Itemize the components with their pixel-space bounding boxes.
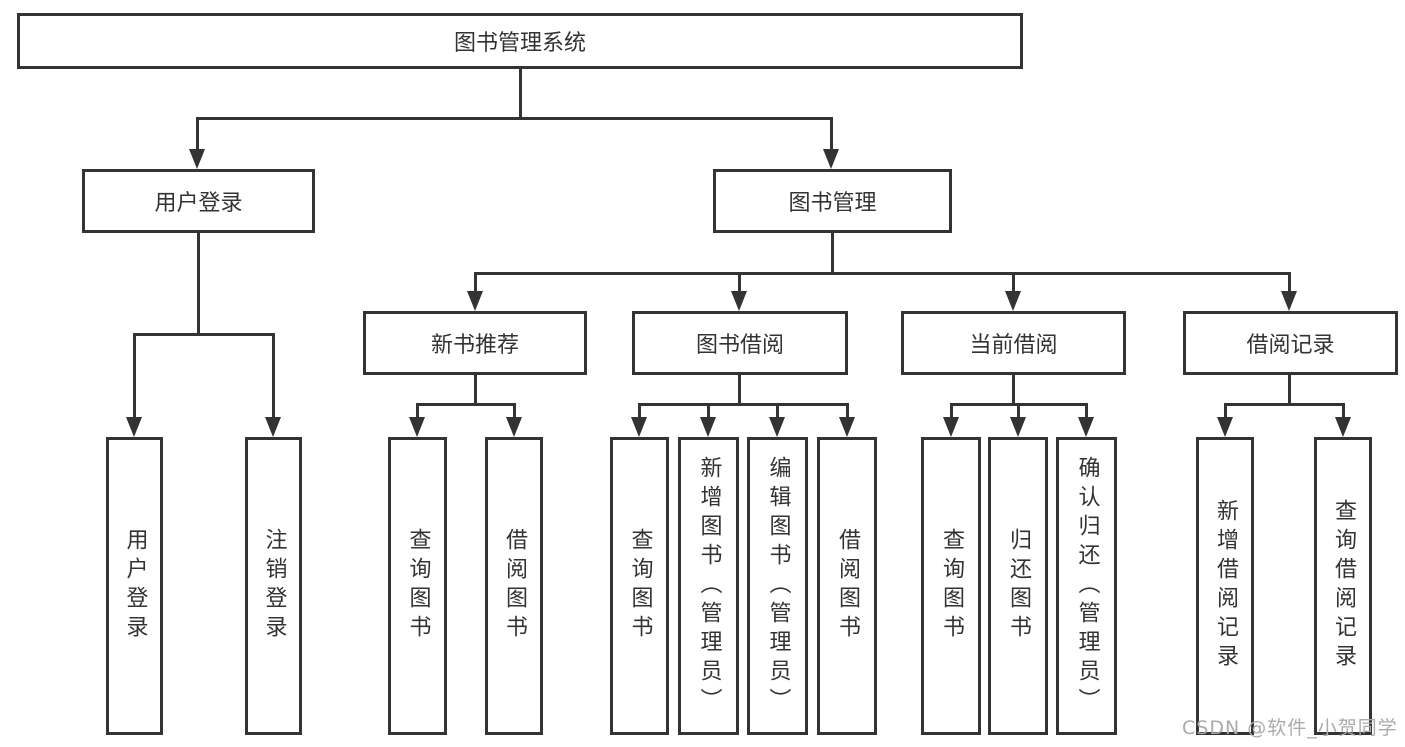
connector-to-leaf-confirm bbox=[1085, 403, 1088, 419]
connector-to-leaf-borrow1 bbox=[513, 403, 516, 419]
connector-bookmgmt-stem bbox=[831, 233, 834, 274]
connector-to-book-borrow bbox=[738, 272, 741, 293]
leaf-return-book: 归还图书 bbox=[988, 437, 1048, 735]
arrowhead-user-login bbox=[189, 149, 205, 169]
connector-bookborrow-stem bbox=[738, 375, 741, 406]
connector-bookmgmt-branch bbox=[474, 272, 1291, 275]
arrowhead-leaf-addbook bbox=[700, 417, 716, 437]
connector-to-leaf-queryrecord bbox=[1342, 403, 1345, 419]
leaf-edit-book-admin: 编辑图书（管理员） bbox=[747, 437, 808, 735]
leaf-borrow-books-1-label: 借阅图书 bbox=[502, 528, 527, 644]
leaf-query-borrow-record-label: 查询借阅记录 bbox=[1331, 499, 1356, 673]
arrowhead-leaf-confirm bbox=[1078, 417, 1094, 437]
node-book-borrow-label: 图书借阅 bbox=[695, 333, 784, 358]
connector-to-user-login bbox=[196, 117, 199, 151]
arrowhead-leaf-user-login bbox=[126, 417, 142, 437]
node-current-borrow: 当前借阅 bbox=[901, 311, 1126, 375]
connector-root-branch bbox=[197, 117, 833, 120]
connector-newbook-branch bbox=[416, 403, 515, 406]
connector-to-leaf-editbook bbox=[776, 403, 779, 419]
arrowhead-leaf-query2 bbox=[631, 417, 647, 437]
connector-records-branch bbox=[1224, 403, 1344, 406]
arrowhead-book-borrow bbox=[731, 291, 747, 311]
leaf-return-book-label: 归还图书 bbox=[1006, 528, 1031, 644]
leaf-query-books-1: 查询图书 bbox=[388, 437, 447, 735]
node-book-management: 图书管理 bbox=[713, 169, 952, 233]
connector-to-borrow-records bbox=[1288, 272, 1291, 293]
leaf-user-login-label: 用户登录 bbox=[122, 528, 148, 644]
leaf-confirm-return-admin-label: 确认归还（管理员） bbox=[1074, 455, 1100, 717]
connector-to-current-borrow bbox=[1012, 272, 1015, 293]
node-root: 图书管理系统 bbox=[17, 13, 1023, 69]
leaf-query-books-3: 查询图书 bbox=[921, 437, 981, 735]
leaf-add-borrow-record: 新增借阅记录 bbox=[1196, 437, 1254, 735]
node-root-label: 图书管理系统 bbox=[453, 31, 586, 56]
connector-to-leaf-addbook bbox=[707, 403, 710, 419]
connector-to-leaf-query1 bbox=[416, 403, 419, 419]
arrowhead-new-book bbox=[467, 291, 483, 311]
connector-to-book-management bbox=[830, 117, 833, 151]
leaf-query-books-1-label: 查询图书 bbox=[405, 528, 431, 644]
csdn-watermark: CSDN @软件_小贺同学 bbox=[1182, 717, 1398, 739]
arrowhead-leaf-query3 bbox=[943, 417, 959, 437]
connector-to-leaf-query3 bbox=[950, 403, 953, 419]
connector-to-leaf-logout bbox=[272, 333, 275, 419]
arrowhead-leaf-logout bbox=[265, 417, 281, 437]
arrowhead-leaf-query1 bbox=[409, 417, 425, 437]
connector-userlogin-branch bbox=[134, 333, 275, 336]
arrowhead-leaf-queryrecord bbox=[1335, 417, 1351, 437]
connector-to-leaf-query2 bbox=[638, 403, 641, 419]
arrowhead-leaf-editbook bbox=[769, 417, 785, 437]
leaf-logout: 注销登录 bbox=[245, 437, 302, 735]
connector-to-leaf-user-login bbox=[133, 333, 136, 419]
node-new-book-recommend: 新书推荐 bbox=[363, 311, 587, 375]
node-borrow-records: 借阅记录 bbox=[1183, 311, 1398, 375]
connector-to-new-book bbox=[474, 272, 477, 293]
node-user-login-branch-label: 用户登录 bbox=[154, 191, 243, 216]
leaf-query-books-3-label: 查询图书 bbox=[939, 528, 964, 644]
leaf-query-books-2-label: 查询图书 bbox=[627, 528, 653, 644]
leaf-edit-book-admin-label: 编辑图书（管理员） bbox=[765, 455, 791, 717]
leaf-user-login: 用户登录 bbox=[106, 437, 163, 735]
leaf-borrow-books-1: 借阅图书 bbox=[485, 437, 543, 735]
leaf-query-books-2: 查询图书 bbox=[610, 437, 669, 735]
connector-to-leaf-return bbox=[1017, 403, 1020, 419]
leaf-logout-label: 注销登录 bbox=[261, 528, 287, 644]
arrowhead-leaf-addrecord bbox=[1217, 417, 1233, 437]
arrowhead-leaf-borrow2 bbox=[839, 417, 855, 437]
connector-to-leaf-addrecord bbox=[1224, 403, 1227, 419]
node-current-borrow-label: 当前借阅 bbox=[969, 333, 1058, 358]
connector-userlogin-stem bbox=[197, 233, 200, 336]
connector-root-stem bbox=[519, 69, 522, 119]
arrowhead-leaf-borrow1 bbox=[506, 417, 522, 437]
arrowhead-book-management bbox=[823, 149, 839, 169]
arrowhead-borrow-records bbox=[1281, 291, 1297, 311]
node-user-login-branch: 用户登录 bbox=[82, 169, 315, 233]
leaf-query-borrow-record: 查询借阅记录 bbox=[1314, 437, 1372, 735]
node-new-book-recommend-label: 新书推荐 bbox=[430, 333, 519, 358]
leaf-borrow-books-2-label: 借阅图书 bbox=[835, 528, 860, 644]
connector-currentborrow-stem bbox=[1012, 375, 1015, 406]
connector-records-stem bbox=[1288, 375, 1291, 406]
leaf-confirm-return-admin: 确认归还（管理员） bbox=[1056, 437, 1117, 735]
node-book-borrow: 图书借阅 bbox=[632, 311, 848, 375]
connector-to-leaf-borrow2 bbox=[846, 403, 849, 419]
arrowhead-current-borrow bbox=[1005, 291, 1021, 311]
connector-bookborrow-branch bbox=[638, 403, 848, 406]
node-borrow-records-label: 借阅记录 bbox=[1246, 333, 1335, 358]
node-book-management-label: 图书管理 bbox=[788, 191, 877, 216]
connector-newbook-stem bbox=[474, 375, 477, 406]
leaf-add-book-admin: 新增图书（管理员） bbox=[678, 437, 739, 735]
leaf-add-borrow-record-label: 新增借阅记录 bbox=[1213, 499, 1238, 673]
arrowhead-leaf-return bbox=[1010, 417, 1026, 437]
leaf-add-book-admin-label: 新增图书（管理员） bbox=[696, 455, 722, 717]
leaf-borrow-books-2: 借阅图书 bbox=[817, 437, 877, 735]
